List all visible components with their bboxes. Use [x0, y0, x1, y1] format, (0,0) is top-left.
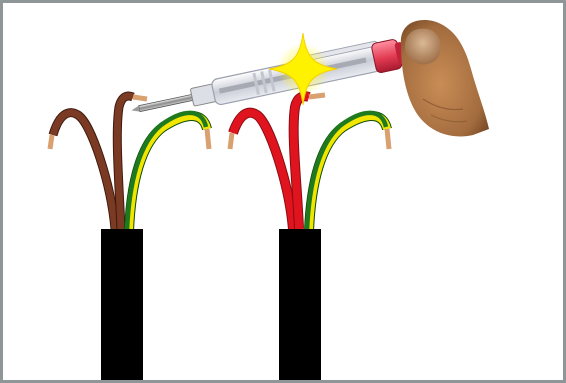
right-cable-sheath	[279, 229, 321, 380]
spark-icon	[269, 33, 337, 105]
left-cable-wire-brown-left	[50, 113, 115, 229]
left-cable	[50, 96, 209, 380]
left-cable-wire-earth	[127, 113, 209, 231]
scene-canvas	[3, 3, 563, 380]
finger-icon	[401, 20, 489, 136]
right-cable-wire-earth	[307, 113, 389, 231]
right-cable-wire-red-left	[230, 113, 293, 229]
right-cable	[230, 95, 389, 380]
left-cable-sheath	[101, 229, 143, 380]
